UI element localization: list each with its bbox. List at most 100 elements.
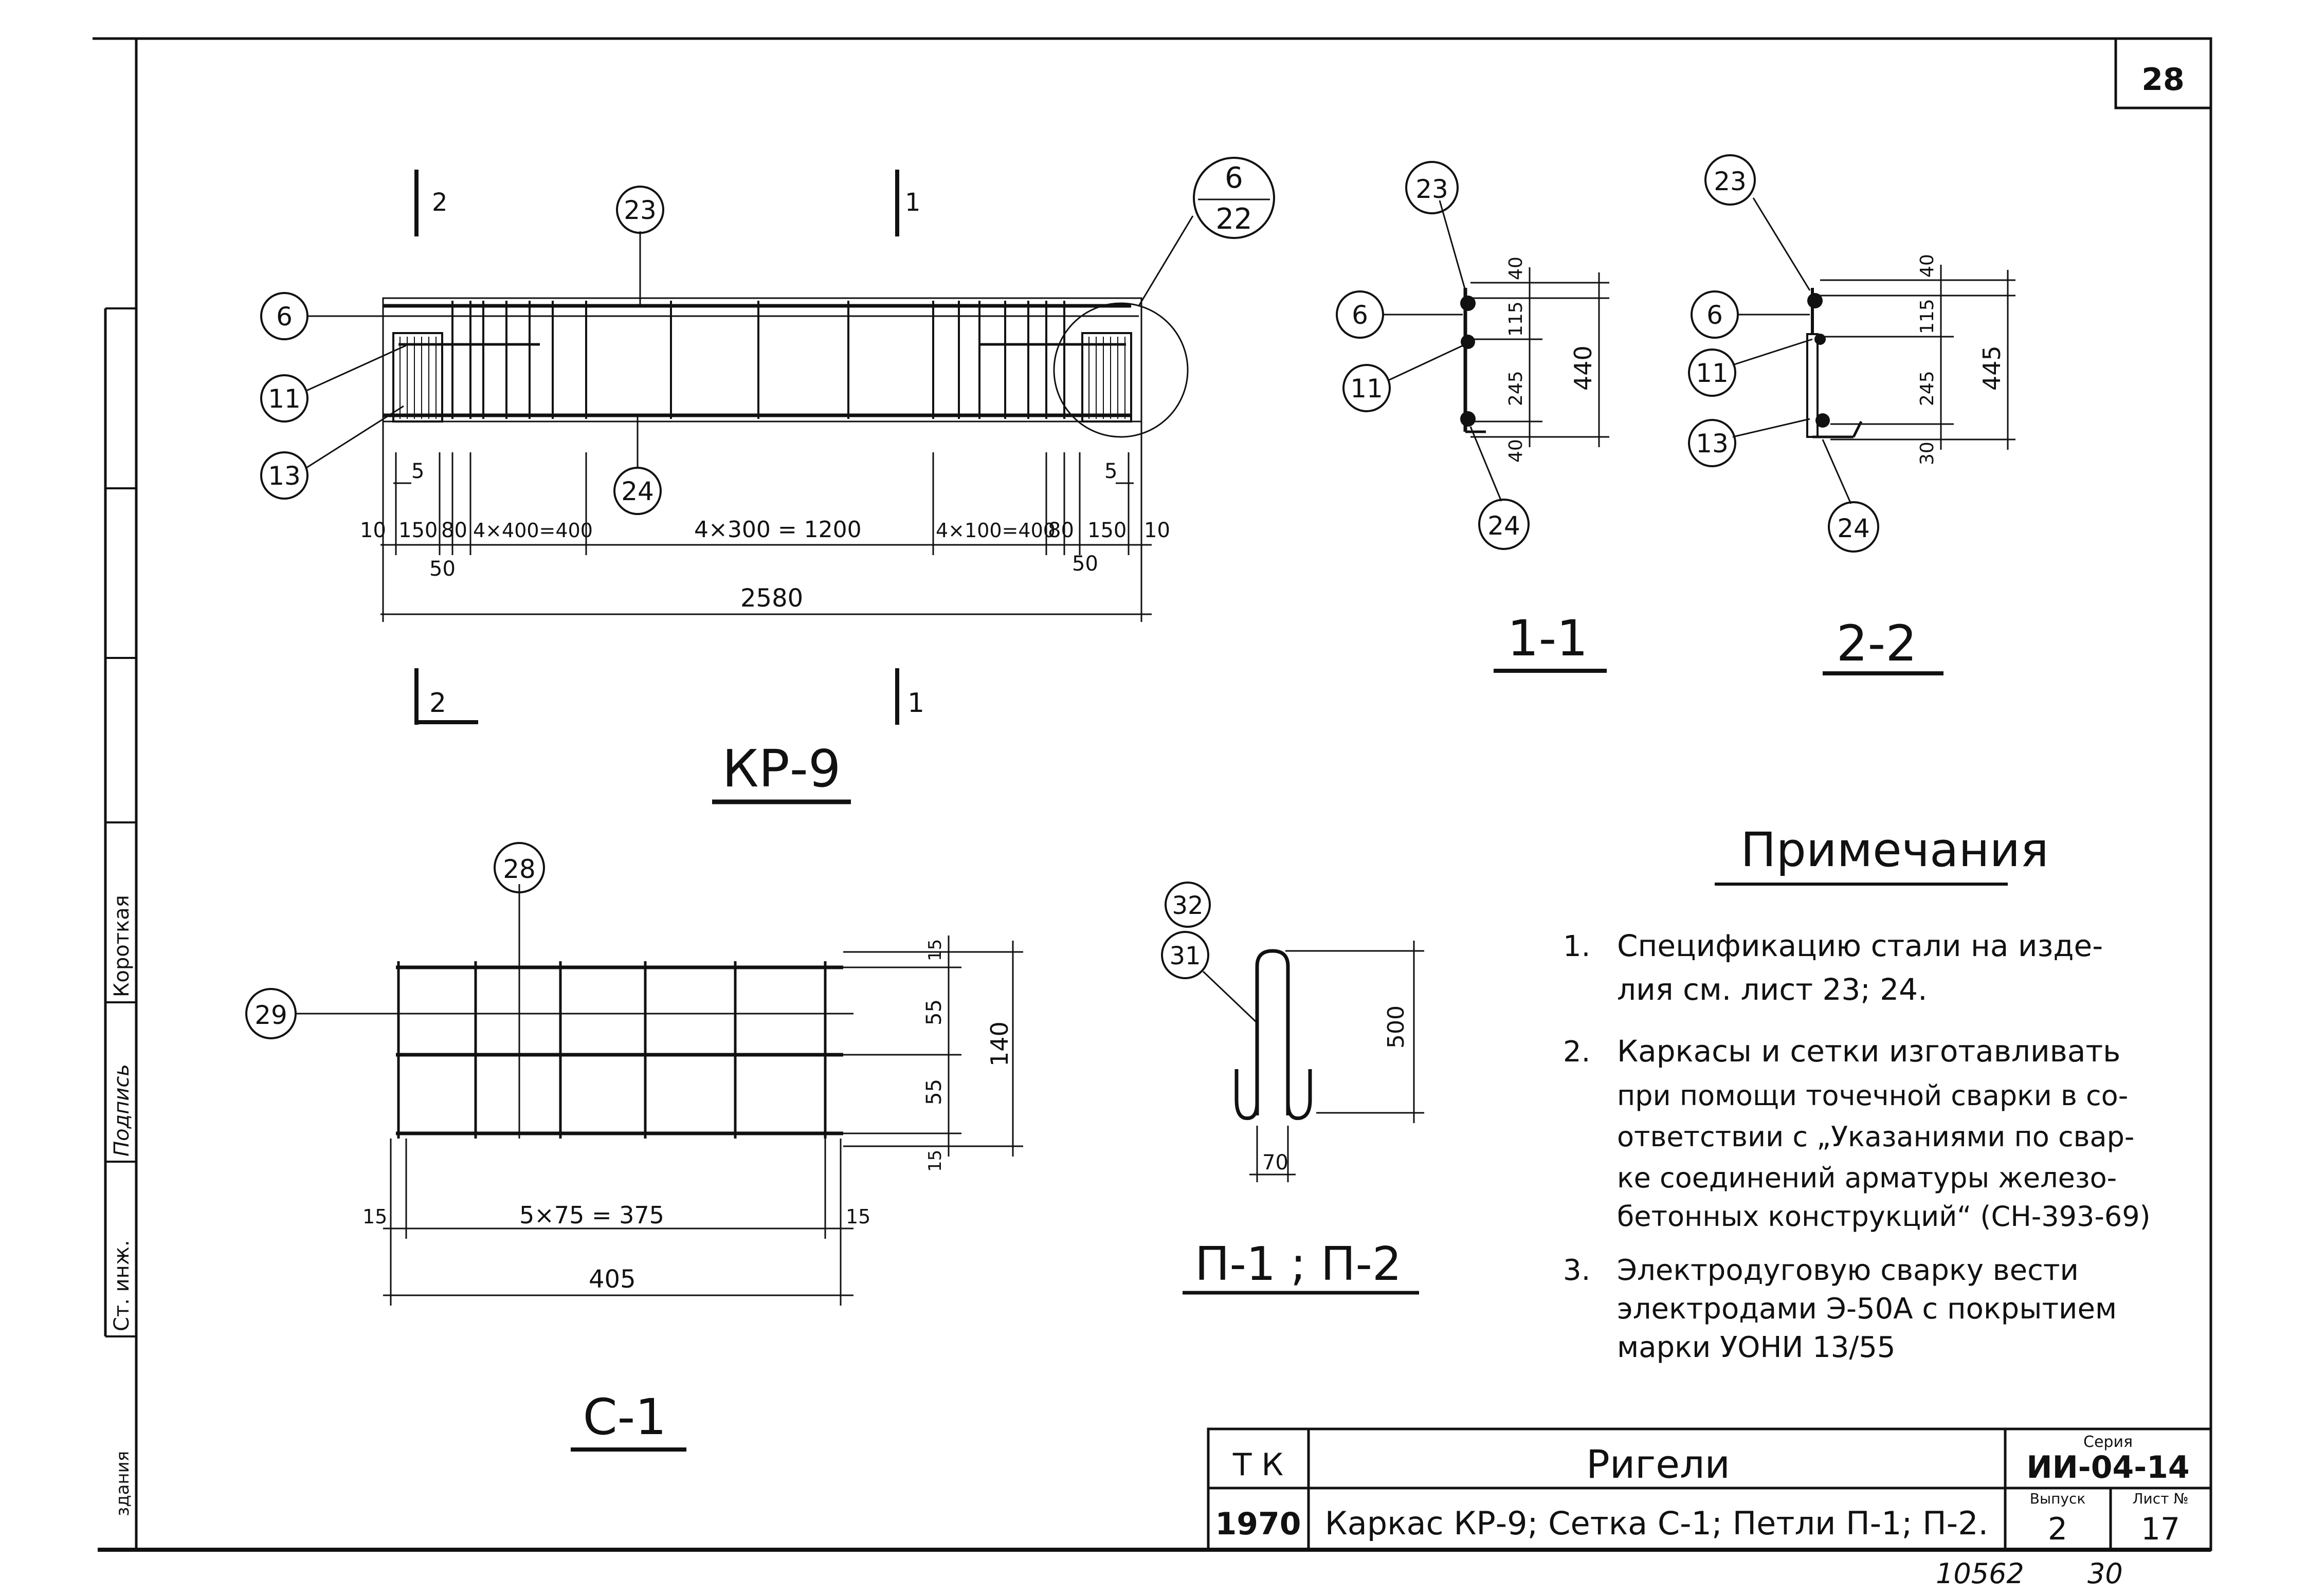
c1-title: С-1 [583,1388,667,1446]
notes-title: Примечания [1740,822,2048,877]
c1-dim-left15: 15 [362,1205,387,1228]
section-1-1: 23 6 11 24 40 115 245 40 440 1-1 [1336,161,1609,673]
kr9-dim-80-right: 80 [1048,519,1074,542]
kr9-section-mark-2-bottom: 2 [429,688,446,719]
sec22-callout-6: 6 [1706,300,1723,330]
note-1-line-2: лия см. лист 23; 24. [1617,972,1928,1007]
sec22-dim-bottom: 30 [1917,442,1938,465]
p12-dim-height: 500 [1383,1005,1409,1049]
p12-drawing: 32 31 500 70 П-1 ; П-2 [1161,882,1424,1295]
tb-title: Ригели [1586,1441,1730,1487]
stamp-page-number: 30 [2087,1557,2123,1590]
sec22-dim-115: 115 [1917,299,1938,334]
kr9-outline [382,297,1142,423]
tb-sheet: 17 [2141,1511,2180,1547]
kr9-section-mark-1-top: 1 [905,188,921,217]
section-2-2: 23 6 11 13 24 40 115 245 30 445 2-2 [1688,154,2015,675]
sec22-dim-245: 245 [1917,371,1938,406]
p12-callout-31: 31 [1169,942,1201,970]
corner-number: 28 [2141,62,2185,98]
kr9-dim-50-left: 50 [429,557,456,581]
kr9-callout-11: 11 [268,384,301,414]
kr9-callout-24: 24 [621,476,654,506]
tb-issue-label: Выпуск [2030,1490,2086,1507]
kr9-callout-13: 13 [268,461,301,491]
kr9-dim-5-right: 5 [1104,460,1117,483]
tb-org: Т К [1232,1447,1283,1483]
kr9-dim-150-left: 150 [398,519,438,542]
kr9-plate-right [1081,332,1132,423]
kr9-dim-5-left: 5 [411,460,424,483]
c1-dim-right-55a: 55 [922,999,946,1025]
strip-label-signature: Подпись [110,1064,134,1157]
note-3-line-1: Электродуговую сварку вести [1617,1254,2079,1287]
tb-series-label: Серия [2083,1433,2133,1451]
sec11-callout-11: 11 [1350,374,1383,403]
kr9-plate-left [392,332,443,423]
sec22-callout-13: 13 [1696,429,1729,458]
sec22-callout-24: 24 [1837,513,1870,543]
inventory-number: 10562 [1936,1557,2024,1590]
note-2-line-5: бетонных конструкций“ (СН-393-69) [1617,1200,2151,1233]
title-block: Т К 1970 Ригели Каркас КР-9; Сетка С-1; … [1207,1427,2212,1551]
strip-label-short: Короткая [110,895,134,997]
kr9-dim-10-right: 10 [1144,519,1170,542]
c1-dim-right-top: 15 [925,939,946,961]
side-strip: Короткая Подпись Ст. инж. здания [104,307,136,1516]
c1-dim-right15: 15 [846,1205,870,1228]
sec22-callout-11: 11 [1696,358,1729,388]
sec11-dim-total: 440 [1569,345,1597,391]
note-1-line-1: Спецификацию стали на изде- [1617,928,2103,963]
note-2-number: 2. [1563,1035,1590,1069]
corner-box [2114,37,2212,109]
sec11-title: 1-1 [1507,610,1588,667]
kr9-detail-ref [1193,157,1275,239]
notes: Примечания 1. Спецификацию стали на изде… [1563,822,2151,1364]
note-3-line-3: марки УОНИ 13/55 [1617,1331,1896,1364]
kr9-dim-10-left: 10 [360,519,386,542]
sec11-dim-top: 40 [1505,256,1527,280]
note-1-number: 1. [1563,930,1590,963]
strip-label-building: здания [113,1451,133,1516]
kr9-dim-80-left: 80 [441,519,467,542]
sec22-dim-top: 40 [1917,254,1938,278]
note-2-line-4: ке соединений арматуры железо- [1617,1162,2117,1194]
tb-year: 1970 [1215,1506,1301,1542]
kr9-section-mark-2-top: 2 [432,188,448,217]
kr9-callout-6: 6 [276,302,293,332]
sec11-dim-bottom: 40 [1505,439,1527,463]
note-2-line-3: ответствии с „Указаниями по свар- [1617,1121,2134,1153]
c1-callout-28: 28 [503,854,536,884]
sec11-callout-24: 24 [1487,511,1520,541]
strip-label-engineer: Ст. инж. [110,1240,134,1331]
sec22-dim-total: 445 [1978,345,2006,391]
kr9-dim-4x300: 4×300 = 1200 [694,517,862,543]
sec11-dim-245: 245 [1505,371,1527,406]
tb-issue: 2 [2048,1511,2067,1547]
c1-dim-total-height: 140 [986,1021,1013,1067]
sec11-callout-6: 6 [1352,300,1368,330]
kr9-callout-23: 23 [624,195,657,225]
kr9-detail-circle [1053,302,1189,438]
note-3-line-2: электродами Э-50А с покрытием [1617,1292,2117,1326]
c1-callout-29: 29 [255,1000,287,1030]
kr9-dim-4x400: 4×400=400 [473,519,593,542]
kr9-detail-ref-top: 6 [1225,161,1243,195]
tb-series: ИИ-04-14 [2026,1450,2189,1485]
kr9-dim-150-right: 150 [1087,519,1127,542]
p12-title: П-1 ; П-2 [1195,1237,1402,1291]
p12-callout-32: 32 [1172,891,1203,920]
tb-sheet-label: Лист № [2133,1490,2189,1507]
kr9-detail-ref-bottom: 22 [1215,203,1252,236]
note-2-line-2: при помощи точечной сварки в со- [1617,1079,2128,1112]
note-2-line-1: Каркасы и сетки изготавливать [1617,1034,2120,1069]
sec22-callout-23: 23 [1714,167,1747,196]
kr9-dim-total: 2580 [740,584,803,613]
c1-dim-right-55b: 55 [922,1079,946,1105]
sec11-dim-115: 115 [1505,301,1527,337]
p12-dim-width: 70 [1262,1151,1288,1175]
c1-drawing: 28 29 15 55 55 15 140 15 5×75 = 375 [245,842,1023,1452]
sec22-title: 2-2 [1837,615,1917,672]
kr9-dim-4x100: 4×100=400 [936,519,1056,542]
